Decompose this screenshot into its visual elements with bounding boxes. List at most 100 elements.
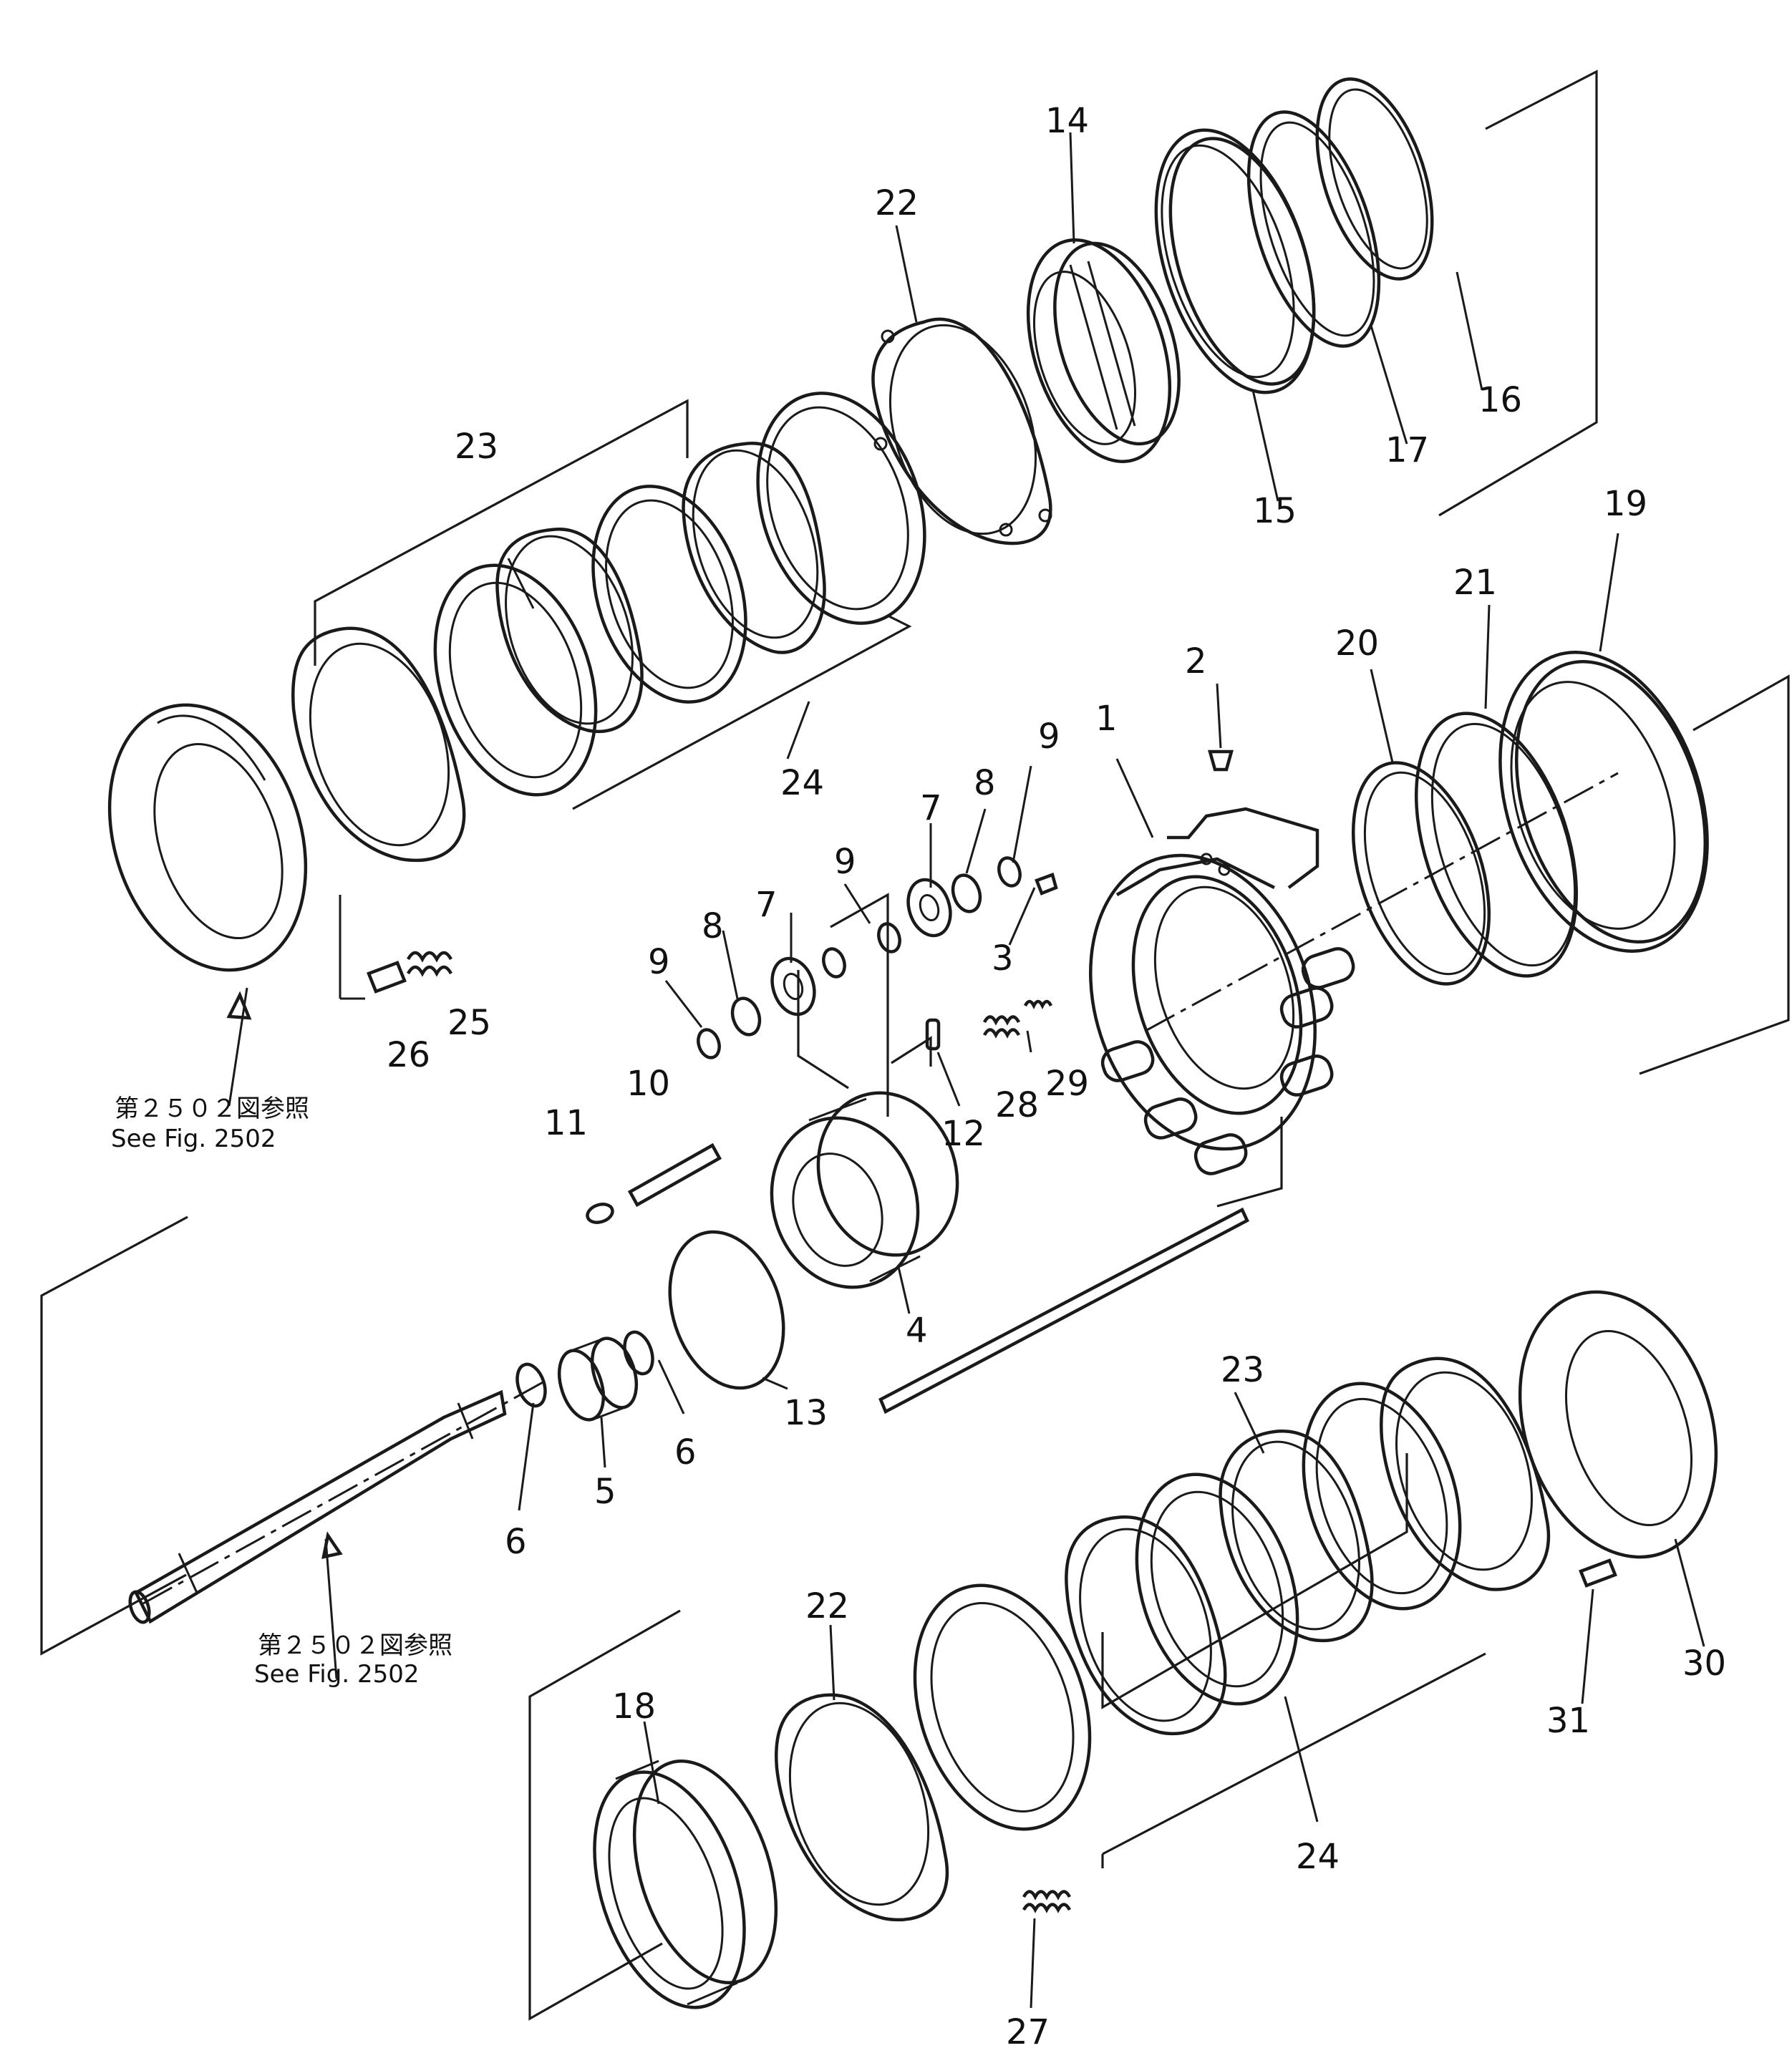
part-input-shaft bbox=[128, 1389, 507, 1624]
part-12-pin bbox=[925, 1018, 941, 1051]
part-21-seal-ring bbox=[1414, 712, 1579, 978]
callout-25: 25 bbox=[447, 1003, 491, 1043]
callout-labels: 1 2 3 4 5 6 6 6 7 7 8 8 9 9 9 10 11 12 1… bbox=[387, 101, 1726, 2048]
part-16-seal-ring bbox=[1315, 77, 1434, 281]
callout-23-a: 23 bbox=[455, 427, 498, 467]
part-24-friction-disc-e bbox=[1135, 1472, 1299, 1706]
callout-31: 31 bbox=[1546, 1701, 1590, 1741]
part-23-separator-plate-d bbox=[1065, 1515, 1227, 1736]
callout-20: 20 bbox=[1335, 623, 1379, 664]
part-24-friction-disc-a bbox=[756, 392, 926, 625]
callout-23-b: 23 bbox=[1221, 1350, 1264, 1390]
assembly-bracket-left bbox=[40, 1215, 188, 1656]
callout-7-b: 7 bbox=[755, 885, 778, 925]
assembly-bracket-bottom-left bbox=[528, 1609, 681, 2021]
callout-9-c: 9 bbox=[648, 942, 670, 982]
callout-1: 1 bbox=[1095, 699, 1118, 739]
part-23-separator-plate-b bbox=[495, 528, 644, 734]
part-9-washer-b bbox=[822, 947, 846, 979]
part-24-friction-disc-d bbox=[1302, 1382, 1462, 1611]
callout-8-b: 8 bbox=[702, 906, 724, 946]
assembly-bracket-clutch-top bbox=[314, 399, 912, 810]
part-6-snap-ring-b bbox=[623, 1330, 654, 1376]
part-1-housing bbox=[1089, 807, 1355, 1175]
assembly-bracket-clutch-bottom bbox=[1101, 1453, 1486, 1868]
callout-13: 13 bbox=[784, 1393, 828, 1433]
part-22-spring-plate-lower-right bbox=[1380, 1357, 1551, 1591]
part-end-plate-upper bbox=[107, 703, 308, 972]
part-10-shaft bbox=[627, 1142, 722, 1208]
part-23-separator-plate-a bbox=[682, 442, 826, 654]
callout-22-b: 22 bbox=[805, 1586, 849, 1626]
part-17-seal-ring bbox=[1246, 110, 1381, 348]
part-22-spring-plate bbox=[871, 317, 1052, 545]
assembly-bracket-right bbox=[1639, 674, 1790, 1075]
part-22-spring-plate-upper-left bbox=[291, 626, 466, 863]
callout-9-b: 9 bbox=[834, 842, 856, 882]
callout-24-b: 24 bbox=[1296, 1837, 1340, 1877]
callout-8-a: 8 bbox=[974, 763, 996, 803]
part-8-needle-bearing-a bbox=[730, 996, 762, 1037]
callout-15: 15 bbox=[1253, 491, 1297, 531]
part-7-gear-b bbox=[906, 878, 952, 938]
part-rod bbox=[878, 1207, 1249, 1414]
callout-22-a: 22 bbox=[875, 183, 919, 223]
part-19-piston bbox=[1498, 651, 1709, 953]
part-11-ball bbox=[586, 1203, 614, 1224]
part-3-plug bbox=[1035, 873, 1058, 896]
assembly-bracket-carrier bbox=[797, 893, 1283, 1208]
callout-6-a: 6 bbox=[674, 1432, 697, 1472]
part-2-plug bbox=[1208, 749, 1234, 772]
part-5-bearing bbox=[557, 1336, 639, 1422]
callout-6-b: 6 bbox=[505, 1522, 527, 1562]
part-24-friction-disc-f bbox=[913, 1583, 1092, 1831]
callout-30: 30 bbox=[1682, 1644, 1726, 1684]
part-9-washer-a bbox=[697, 1028, 721, 1059]
figure-reference-upper: 第２５０２図参照 See Fig. 2502 bbox=[111, 991, 309, 1153]
callout-24-a: 24 bbox=[780, 763, 824, 803]
centerline-axis bbox=[142, 772, 1619, 1605]
callout-19: 19 bbox=[1604, 484, 1647, 524]
callout-4: 4 bbox=[906, 1311, 928, 1351]
part-22-spring-plate-lower bbox=[775, 1693, 949, 1922]
part-26-pin bbox=[339, 895, 407, 1000]
callout-5: 5 bbox=[594, 1472, 616, 1512]
callout-17: 17 bbox=[1385, 430, 1429, 470]
callout-12: 12 bbox=[941, 1114, 985, 1154]
leader-lines bbox=[228, 132, 1705, 2009]
part-9-washer-d bbox=[877, 922, 901, 953]
part-25-spring bbox=[407, 951, 452, 977]
figure-reference-lower: 第２５０２図参照 See Fig. 2502 bbox=[254, 1531, 452, 1689]
part-31-pin bbox=[1579, 1558, 1617, 1588]
callout-26: 26 bbox=[387, 1035, 430, 1075]
part-24-friction-disc-c bbox=[433, 563, 598, 797]
callout-28: 28 bbox=[995, 1085, 1039, 1125]
part-4-carrier bbox=[770, 1091, 959, 1289]
callout-7-a: 7 bbox=[920, 788, 942, 828]
callout-18: 18 bbox=[612, 1687, 656, 1727]
part-8-needle-bearing-b bbox=[951, 873, 982, 913]
callout-10: 10 bbox=[626, 1064, 670, 1104]
part-13-snap-ring bbox=[668, 1230, 785, 1390]
part-29-spring bbox=[1023, 999, 1053, 1010]
reference-en: See Fig. 2502 bbox=[111, 1125, 276, 1153]
callout-14: 14 bbox=[1045, 101, 1089, 141]
assembly-bracket-top-right bbox=[1438, 69, 1598, 517]
callout-11: 11 bbox=[544, 1103, 588, 1143]
part-9-washer-c bbox=[997, 856, 1022, 888]
part-7-gear-a bbox=[770, 956, 816, 1016]
part-15-piston bbox=[1154, 128, 1316, 394]
callout-29: 29 bbox=[1045, 1064, 1089, 1104]
callout-3: 3 bbox=[992, 938, 1014, 979]
callout-9-a: 9 bbox=[1038, 717, 1060, 757]
callout-27: 27 bbox=[1006, 2012, 1050, 2048]
part-6-snap-ring-a bbox=[515, 1362, 547, 1408]
callout-2: 2 bbox=[1185, 641, 1207, 681]
part-20-seal-ring bbox=[1351, 761, 1491, 986]
part-28-spring bbox=[983, 1015, 1020, 1039]
part-24-friction-disc-b bbox=[591, 485, 747, 704]
callout-16: 16 bbox=[1478, 380, 1522, 420]
reference-en: See Fig. 2502 bbox=[254, 1660, 419, 1689]
callout-21: 21 bbox=[1453, 563, 1497, 603]
